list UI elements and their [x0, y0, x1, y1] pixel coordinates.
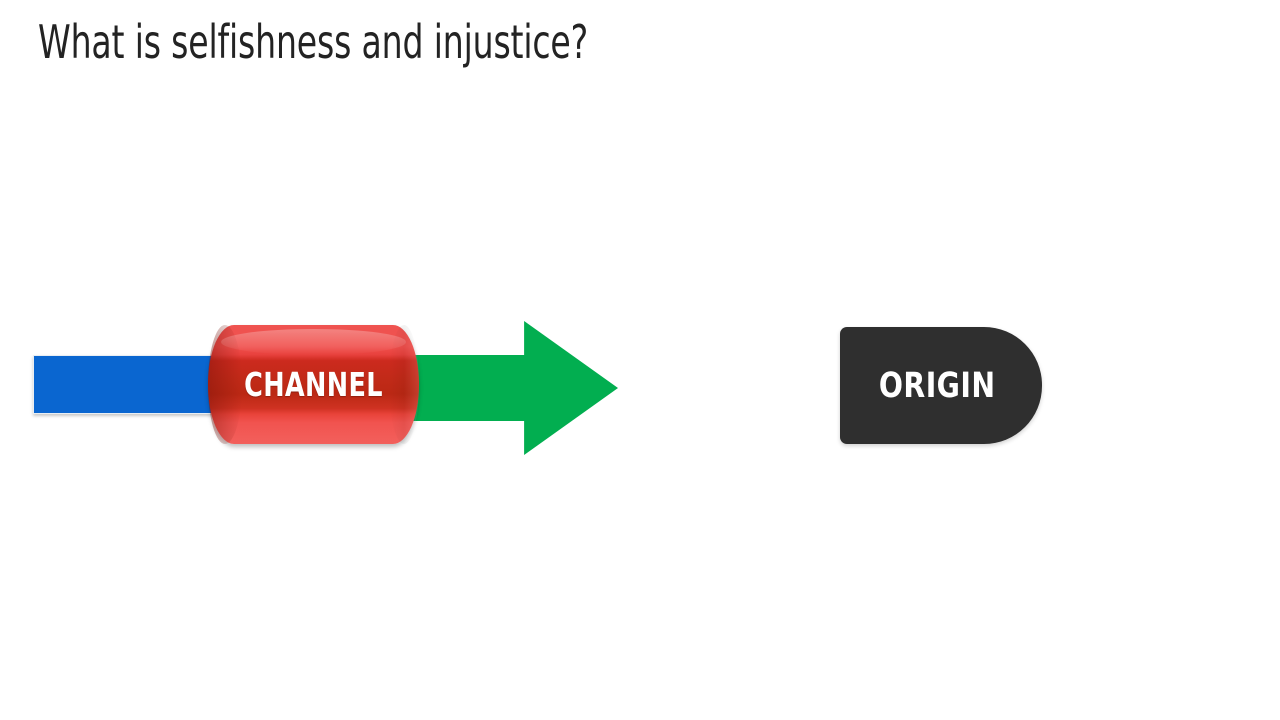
origin-label: ORIGIN — [879, 365, 996, 406]
page-title: What is selfishness and injustice? — [38, 15, 589, 69]
channel-cylinder-shape[interactable]: CHANNEL — [208, 325, 419, 444]
channel-label: CHANNEL — [244, 365, 383, 404]
cylinder-body — [208, 325, 419, 444]
origin-block-shape[interactable]: ORIGIN — [840, 327, 1042, 444]
